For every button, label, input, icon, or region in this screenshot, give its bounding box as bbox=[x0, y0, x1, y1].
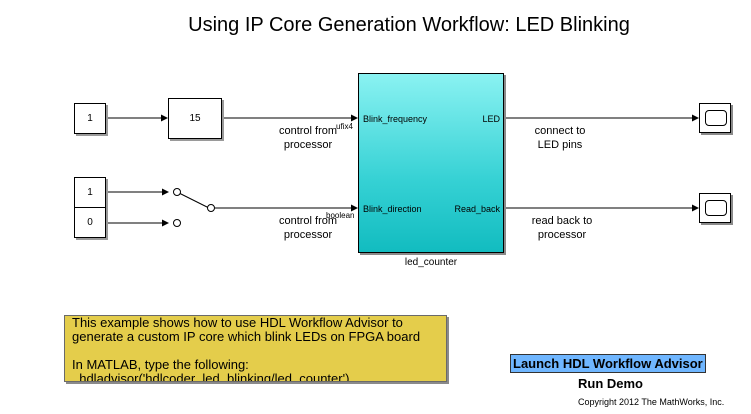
out-port-led: LED bbox=[482, 114, 500, 124]
switch-pivot bbox=[207, 204, 215, 212]
label-control-from-processor-2: control from processor bbox=[278, 215, 338, 241]
label-connect-to-led-pins: connect to LED pins bbox=[534, 125, 586, 151]
label-control-from-processor-1: control from processor bbox=[278, 125, 338, 151]
switch-contact-1 bbox=[173, 188, 181, 196]
scope-icon bbox=[705, 110, 727, 126]
note-line: hdladvisor('hdlcoder_led_blinking/led_co… bbox=[72, 371, 350, 382]
scope-icon bbox=[705, 200, 727, 216]
switch-contact-0 bbox=[173, 219, 181, 227]
note-line: generate a custom IP core which blink LE… bbox=[72, 329, 421, 344]
info-annotation: This example shows how to use HDL Workfl… bbox=[64, 315, 447, 382]
note-line: In MATLAB, type the following: bbox=[72, 357, 249, 372]
label-read-back-to-processor: read back to processor bbox=[531, 215, 593, 241]
diagram-title: Using IP Core Generation Workflow: LED B… bbox=[188, 14, 630, 36]
scope-block-led[interactable] bbox=[699, 103, 731, 133]
led-counter-subsystem[interactable]: Blink_frequency Blink_direction LED Read… bbox=[358, 73, 504, 253]
in-port-blink-frequency: Blink_frequency bbox=[363, 114, 428, 124]
launch-hdl-workflow-advisor-link[interactable]: Launch HDL Workflow Advisor bbox=[510, 354, 706, 373]
note-line: This example shows how to use HDL Workfl… bbox=[72, 315, 403, 330]
datatype-ufix4: ufix4 bbox=[336, 122, 353, 131]
out-port-read-back: Read_back bbox=[454, 204, 500, 214]
scope-block-readback[interactable] bbox=[699, 193, 731, 223]
subsystem-name: led_counter bbox=[404, 257, 458, 268]
switch-arm bbox=[176, 191, 210, 209]
constant-block-switch-1[interactable]: 1 bbox=[74, 177, 106, 208]
copyright-text: Copyright 2012 The MathWorks, Inc. bbox=[578, 397, 725, 407]
run-demo-link[interactable]: Run Demo bbox=[578, 376, 643, 391]
in-port-blink-direction: Blink_direction bbox=[363, 204, 422, 214]
constant-block-switch-0[interactable]: 0 bbox=[74, 207, 106, 238]
gain-block[interactable]: 15 bbox=[168, 98, 222, 139]
datatype-boolean: boolean bbox=[326, 211, 355, 220]
constant-block-1[interactable]: 1 bbox=[74, 103, 106, 134]
note-line bbox=[72, 344, 446, 358]
